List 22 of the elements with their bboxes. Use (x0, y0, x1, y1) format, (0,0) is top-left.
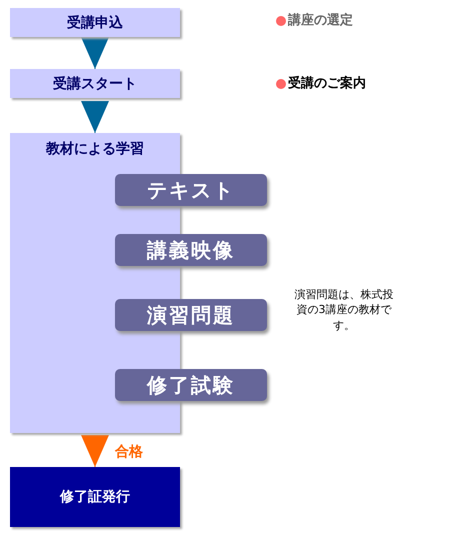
step-label: 修了証発行 (60, 488, 130, 506)
edge-label: 合格 (115, 442, 143, 460)
step-label: 修了試験 (147, 372, 235, 398)
step-label: 講義映像 (147, 236, 235, 264)
material-box (115, 174, 267, 206)
note-text: 受講のご案内 (288, 75, 366, 93)
step-label: テキスト (147, 176, 235, 204)
note-text: 講座の選定 (288, 12, 353, 30)
step-box (10, 69, 180, 98)
step-label: 受講申込 (67, 14, 123, 32)
arrow (81, 37, 109, 70)
step-label: 演習問題 (147, 302, 235, 328)
note-paragraph: 演習問題は、株式投資の3講座の教材です。 (294, 287, 394, 334)
arrow (81, 435, 109, 468)
result-box (10, 467, 180, 527)
panel-heading: 教材による学習 (46, 140, 144, 158)
step-box (10, 8, 180, 37)
material-box (115, 299, 267, 331)
material-box (115, 369, 267, 401)
arrow (81, 100, 109, 134)
step-label: 受講スタート (53, 74, 137, 92)
material-box (115, 234, 267, 266)
